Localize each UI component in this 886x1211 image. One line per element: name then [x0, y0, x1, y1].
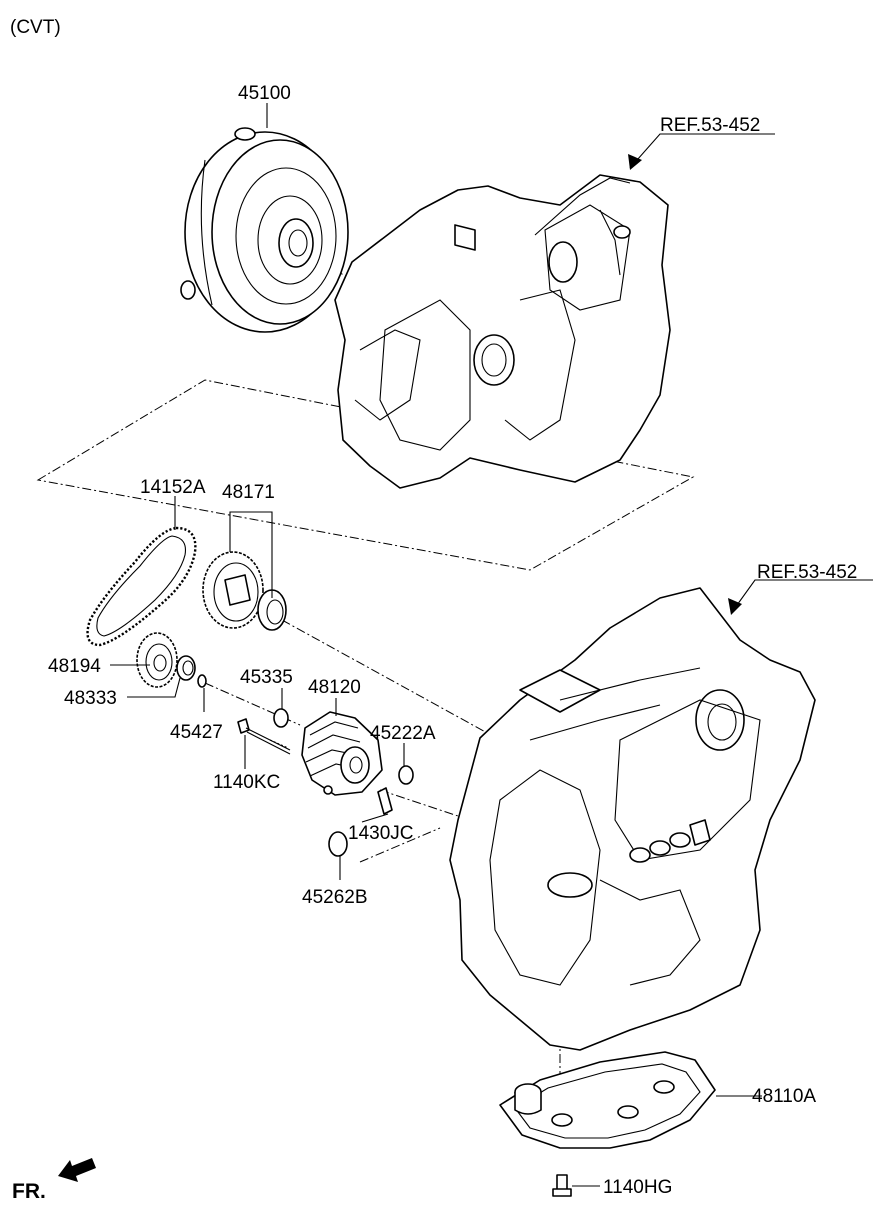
label-seal: 48333	[64, 688, 117, 709]
label-drive-sprocket: 48194	[48, 656, 101, 677]
label-o-ring-b: 45262B	[302, 887, 368, 908]
torque-converter[interactable]	[180, 127, 349, 333]
leader-lines	[110, 103, 873, 1187]
o-ring-a[interactable]	[398, 765, 414, 785]
label-ref-upper: REF.53-452	[660, 115, 760, 136]
front-direction-marker: FR.	[12, 1158, 96, 1203]
snap-ring[interactable]	[273, 708, 289, 728]
pump-bolt[interactable]	[237, 718, 291, 755]
label-pin: 1430JC	[348, 823, 414, 844]
oil-strainer[interactable]	[499, 1051, 716, 1149]
label-torque-converter: 45100	[238, 83, 291, 104]
drive-sprocket[interactable]	[136, 632, 178, 688]
label-chain: 14152A	[140, 477, 206, 498]
snap-ring-small[interactable]	[197, 674, 207, 688]
front-arrow-icon	[58, 1158, 96, 1182]
driven-sprocket[interactable]	[202, 551, 287, 631]
lower-transmission-case[interactable]	[449, 587, 816, 1051]
drive-chain[interactable]	[86, 526, 197, 647]
label-oil-strainer: 48110A	[752, 1086, 816, 1107]
front-label: FR.	[12, 1180, 46, 1203]
label-bolt-strainer: 1140HG	[603, 1177, 672, 1198]
upper-transmission-case[interactable]	[334, 174, 671, 489]
o-ring-b[interactable]	[328, 831, 348, 857]
oil-seal[interactable]	[176, 655, 196, 681]
label-ref-lower: REF.53-452	[757, 562, 857, 583]
label-o-ring-a: 45222A	[370, 723, 436, 744]
label-bolt: 1140KC	[213, 772, 280, 793]
oil-pump[interactable]	[301, 711, 383, 796]
label-snap-ring: 45335	[240, 667, 293, 688]
label-sprocket-group: 48171	[222, 482, 275, 503]
diagram-title: (CVT)	[10, 17, 61, 38]
dowel-pin[interactable]	[377, 787, 393, 815]
label-oil-pump: 48120	[308, 677, 361, 698]
label-snap-ring-small: 45427	[170, 722, 223, 743]
strainer-bolt[interactable]	[552, 1174, 572, 1197]
